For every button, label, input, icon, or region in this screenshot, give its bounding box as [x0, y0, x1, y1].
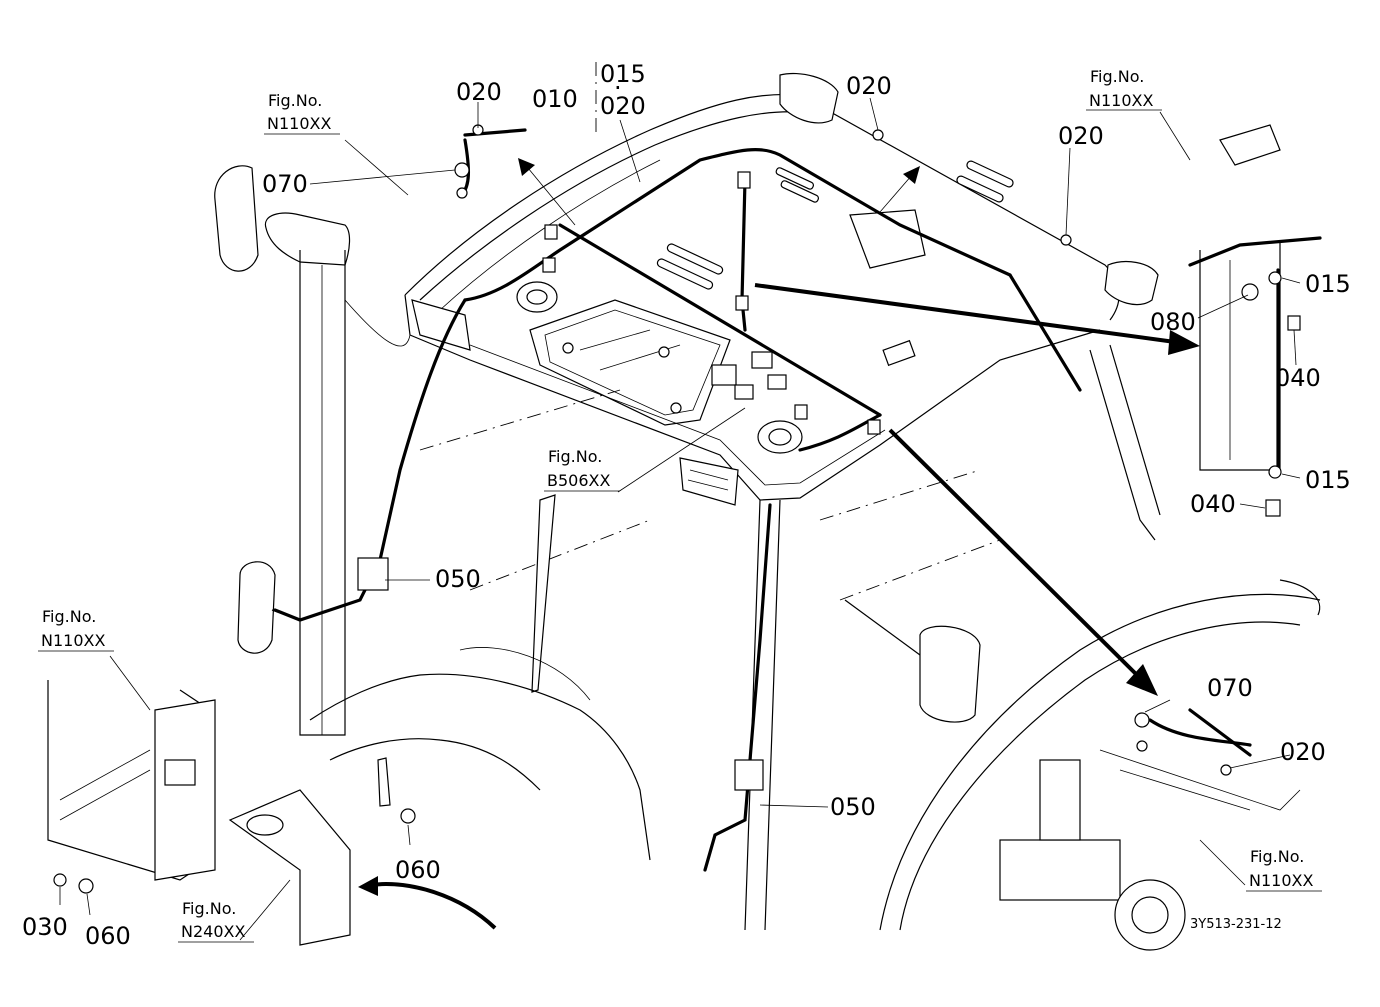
callout-020-right: 020: [1280, 738, 1326, 766]
wiring-harness: [53, 124, 1322, 894]
callout-020-left: 020: [456, 78, 502, 106]
right-inset-pillar: [1199, 124, 1281, 471]
fig-ref-br-code: N110XX: [1249, 871, 1313, 890]
callout-040-r2: 040: [1190, 490, 1236, 518]
fig-ref-left-label: Fig.No.: [42, 607, 96, 626]
fig-ref-tl-code: N110XX: [267, 114, 331, 133]
fig-ref-tr-code: N110XX: [1089, 91, 1153, 110]
roof-vents: [656, 160, 1014, 290]
fig-ref-bottom-label: Fig.No.: [182, 899, 236, 918]
callout-070-left: 070: [262, 170, 308, 198]
callout-020-top: 020: [600, 92, 646, 120]
right-inset-plate: [1099, 749, 1301, 811]
callout-050-left: 050: [435, 565, 481, 593]
left-inset-bracket: [47, 680, 216, 881]
callout-020-roof2: 020: [1058, 122, 1104, 150]
fig-ref-center-label: Fig.No.: [548, 447, 602, 466]
callout-dot: ·: [614, 74, 622, 102]
callout-020-roof: 020: [846, 72, 892, 100]
fig-ref-left-code: N110XX: [41, 631, 105, 650]
callout-arrows: [358, 158, 1200, 930]
callout-060-left: 060: [85, 922, 131, 950]
fig-ref-br-label: Fig.No.: [1250, 847, 1304, 866]
fig-ref-center-code: B506XX: [547, 471, 610, 490]
rear-axle-detail: [999, 759, 1186, 951]
callout-030: 030: [22, 913, 68, 941]
callout-015-r1: 015: [1305, 270, 1351, 298]
fig-ref-bottom-code: N240XX: [181, 922, 245, 941]
callout-numbers: 010 015 020 020 070 020 020 015 080 040 …: [22, 60, 1351, 950]
bottom-bracket: [228, 789, 351, 946]
callout-015-r2: 015: [1305, 466, 1351, 494]
callout-015-top: 015: [600, 60, 646, 88]
fig-ref-tr-label: Fig.No.: [1090, 67, 1144, 86]
callout-060-center: 060: [395, 856, 441, 884]
callout-080: 080: [1150, 308, 1196, 336]
callout-050-center: 050: [830, 793, 876, 821]
leader-lines: [59, 62, 1301, 941]
figure-references: Fig.No. N110XX Fig.No. N110XX Fig.No. B5…: [38, 67, 1322, 943]
cab-illustration: [47, 72, 1321, 951]
drawing-code: 3Y513-231-12: [1190, 917, 1282, 932]
fig-ref-tl-label: Fig.No.: [268, 91, 322, 110]
callout-010: 010: [532, 85, 578, 113]
callout-040-r1: 040: [1275, 364, 1321, 392]
callout-070-right: 070: [1207, 674, 1253, 702]
